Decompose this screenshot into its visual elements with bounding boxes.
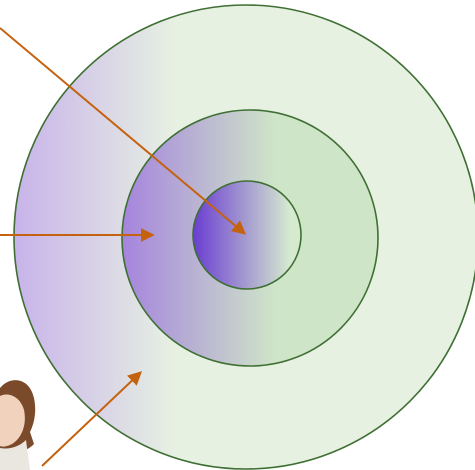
child-photo-icon bbox=[0, 380, 35, 470]
inner-ring bbox=[193, 181, 301, 289]
